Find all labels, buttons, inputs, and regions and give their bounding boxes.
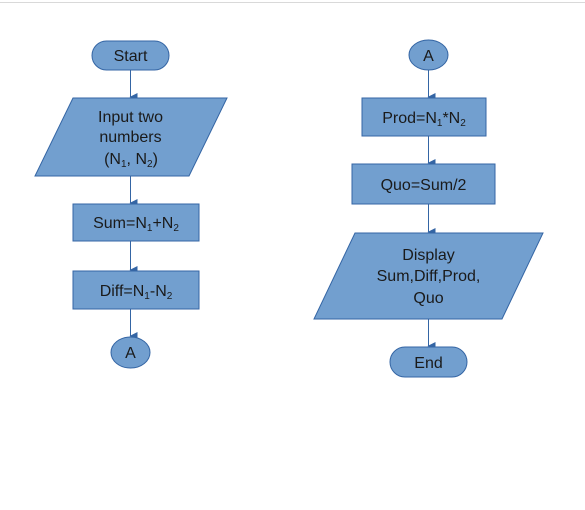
input-parallelogram: Input two numbers (N1, N2) — [34, 97, 228, 177]
input-label-line3: (N1, N2) — [104, 151, 158, 170]
display-label-line2: Sum,Diff,Prod, — [377, 268, 481, 285]
input-label-line1: Input two — [98, 109, 163, 126]
display-label-line3: Quo — [413, 290, 443, 307]
connector-a-left: A — [110, 336, 151, 369]
start-terminator: Start — [91, 40, 170, 71]
display-label-line1: Display — [402, 247, 454, 264]
connector-a-right: A — [408, 39, 449, 71]
start-label: Start — [114, 48, 148, 65]
prod-process: Prod=N1*N2 — [361, 97, 487, 137]
sum-process: Sum=N1+N2 — [72, 203, 200, 242]
quo-process: Quo=Sum/2 — [351, 163, 496, 205]
connector-a-right-label: A — [423, 48, 434, 65]
end-terminator: End — [389, 346, 468, 378]
top-border — [0, 2, 585, 3]
diff-label: Diff=N1-N2 — [100, 283, 173, 302]
prod-label: Prod=N1*N2 — [382, 110, 466, 129]
end-label: End — [414, 355, 442, 372]
display-parallelogram: Display Sum,Diff,Prod, Quo — [313, 232, 544, 320]
diff-process: Diff=N1-N2 — [72, 270, 200, 310]
sum-label: Sum=N1+N2 — [93, 215, 179, 234]
quo-label: Quo=Sum/2 — [381, 177, 467, 194]
input-label-line2: numbers — [99, 129, 161, 146]
connector-a-left-label: A — [125, 345, 136, 362]
